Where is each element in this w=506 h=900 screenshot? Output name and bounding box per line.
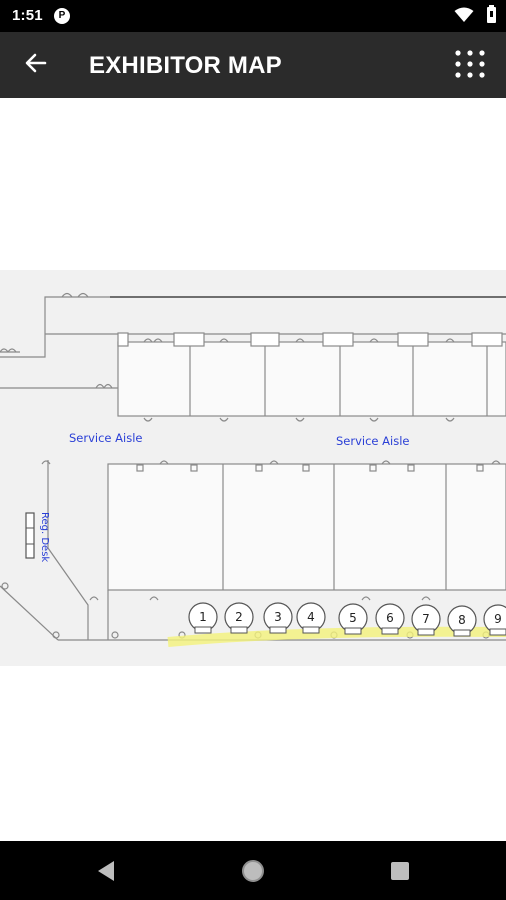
reg-desk-label: Reg. Desk <box>39 512 50 562</box>
page-title: EXHIBITOR MAP <box>89 52 282 79</box>
floor-plan[interactable]: Service Aisle Service Aisle Reg. Desk 1 … <box>0 270 506 666</box>
recents-square-icon <box>391 862 409 880</box>
apps-grid-icon <box>455 50 485 78</box>
booth-number: 6 <box>386 611 394 625</box>
booth-8[interactable]: 8 <box>447 605 477 637</box>
status-time: 1:51 <box>12 7 43 24</box>
back-button[interactable] <box>14 41 58 85</box>
system-nav-bar <box>0 841 506 900</box>
booth-number: 4 <box>307 610 315 624</box>
wifi-icon <box>454 7 474 22</box>
booth-number: 5 <box>349 611 357 625</box>
nav-back-button[interactable] <box>90 855 122 887</box>
booth-4[interactable]: 4 <box>296 602 326 634</box>
map-content-area[interactable]: Service Aisle Service Aisle Reg. Desk 1 … <box>0 98 506 841</box>
booth-number: 8 <box>458 613 466 627</box>
booth-3[interactable]: 3 <box>263 602 293 634</box>
nav-home-button[interactable] <box>237 855 269 887</box>
nav-recents-button[interactable] <box>384 855 416 887</box>
booth-number: 7 <box>422 612 430 626</box>
booth-number: 2 <box>235 610 243 624</box>
booth-9[interactable]: 9 <box>483 604 506 636</box>
back-triangle-icon <box>98 861 114 881</box>
booth-number: 1 <box>199 610 207 624</box>
home-circle-icon <box>242 860 264 882</box>
booth-7[interactable]: 7 <box>411 604 441 636</box>
exhibitor-map[interactable]: Service Aisle Service Aisle Reg. Desk 1 … <box>0 270 506 666</box>
app-bar: EXHIBITOR MAP <box>0 32 506 98</box>
service-aisle-label: Service Aisle <box>336 434 409 448</box>
notification-badge-icon: P <box>54 8 70 24</box>
apps-menu-button[interactable] <box>448 41 492 85</box>
status-bar: 1:51 P <box>0 0 506 32</box>
booth-number: 9 <box>494 612 502 626</box>
service-aisle-label: Service Aisle <box>69 431 142 445</box>
booth-6[interactable]: 6 <box>375 603 405 635</box>
booth-2[interactable]: 2 <box>224 602 254 634</box>
battery-icon <box>487 5 496 23</box>
booth-5[interactable]: 5 <box>338 603 368 635</box>
booth-1[interactable]: 1 <box>188 602 218 634</box>
booth-number: 3 <box>274 610 282 624</box>
arrow-back-icon <box>25 53 47 73</box>
